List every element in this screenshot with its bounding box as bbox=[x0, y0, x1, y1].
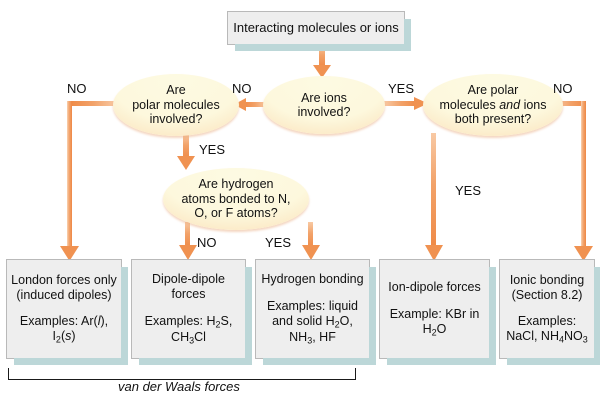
arrow-hydrogen-no-to-dipole bbox=[179, 222, 197, 260]
box-shadow-right bbox=[489, 267, 496, 365]
outcome-ionic-examples: Examples:NaCl, NH4NO3 bbox=[506, 314, 588, 345]
decision-both-line3: both present? bbox=[454, 112, 532, 127]
outcome-london-head2: (induced dipoles) bbox=[16, 287, 112, 302]
arrow-hydrogen-yes-to-hbond bbox=[302, 222, 320, 260]
edge-label-both-yes: YES bbox=[455, 183, 482, 198]
van-der-waals-label: van der Waals forces bbox=[118, 379, 240, 394]
decision-ions-line2: involved? bbox=[297, 105, 351, 119]
edge-label-both-no: NO bbox=[553, 81, 573, 96]
outcome-london-heading: London forces only (induced dipoles) bbox=[7, 273, 121, 303]
decision-both-line1: Are polar bbox=[467, 83, 519, 98]
edge-label-hydrogen-no: NO bbox=[197, 235, 217, 250]
decision-both-text: Are polar molecules and ions both presen… bbox=[439, 83, 546, 126]
box-shadow-right bbox=[245, 267, 252, 365]
arrow-polar-no-to-london bbox=[60, 101, 116, 261]
decision-hydrogen-line3: O, or F atoms? bbox=[194, 206, 278, 221]
box-shadow-right bbox=[121, 267, 128, 365]
title-box: Interacting molecules or ions bbox=[227, 11, 411, 51]
box-shadow-bottom bbox=[14, 358, 128, 365]
outcome-london-forces: London forces only (induced dipoles) Exa… bbox=[6, 259, 128, 365]
arrow-ions-no-to-polar bbox=[234, 98, 266, 111]
arrow-title-to-ions bbox=[313, 45, 331, 78]
outcome-dipole-head2: forces bbox=[171, 287, 206, 302]
outcome-ionic-head1: Ionic bonding bbox=[509, 272, 585, 287]
decision-hydrogen-line1: Are hydrogen bbox=[198, 177, 274, 192]
outcome-iondipole-heading: Ion-dipole forces bbox=[388, 280, 481, 295]
edge-label-ions-no: NO bbox=[232, 81, 252, 96]
box-shadow-right bbox=[594, 267, 600, 365]
decision-both-present: Are polar molecules and ions both presen… bbox=[423, 74, 563, 136]
edge-label-hydrogen-yes: YES bbox=[265, 235, 292, 250]
box-shadow-bottom bbox=[263, 358, 376, 365]
outcome-ionic-bonding: Ionic bonding (Section 8.2) Examples:NaC… bbox=[499, 259, 600, 365]
edge-label-polar-no: NO bbox=[67, 81, 87, 96]
decision-ions-involved: Are ions involved? bbox=[263, 76, 385, 134]
decision-hydrogen-bonded: Are hydrogen atoms bonded to N, O, or F … bbox=[163, 168, 309, 230]
decision-polar-line2: polar molecules bbox=[132, 97, 220, 112]
decision-hydrogen-text: Are hydrogen atoms bonded to N, O, or F … bbox=[181, 177, 290, 220]
decision-hydrogen-line2: atoms bonded to N, bbox=[181, 191, 291, 206]
box-shadow-bottom bbox=[235, 44, 411, 51]
outcome-hbond-heading: Hydrogen bonding bbox=[261, 272, 364, 287]
decision-polar-line1: Are bbox=[166, 83, 186, 98]
decision-ions-line1: Are ions bbox=[301, 90, 347, 105]
arrow-both-no-to-ionic bbox=[555, 101, 593, 261]
outcome-dipole-heading: Dipole-dipole forces bbox=[148, 272, 229, 302]
box-shadow-bottom bbox=[507, 358, 600, 365]
outcome-ionic-heading: Ionic bonding (Section 8.2) bbox=[506, 273, 588, 303]
decision-polar-text: Are polar molecules involved? bbox=[132, 83, 220, 126]
outcome-dipole-head1: Dipole-dipole bbox=[152, 272, 225, 287]
edge-label-polar-yes: YES bbox=[199, 142, 226, 157]
outcome-london-head1: London forces only bbox=[11, 272, 117, 287]
outcome-london-examples: Examples: Ar(l),I2(s) bbox=[19, 314, 109, 345]
box-shadow-bottom bbox=[387, 358, 496, 365]
decision-polar-molecules: Are polar molecules involved? bbox=[113, 74, 239, 136]
arrow-both-yes-to-iondipole bbox=[425, 133, 443, 261]
outcome-dipole-dipole: Dipole-dipole forces Examples: H2S,CH3Cl bbox=[131, 259, 252, 365]
decision-polar-line3: involved? bbox=[149, 112, 203, 127]
edge-label-ions-yes: YES bbox=[388, 81, 415, 96]
box-shadow-right bbox=[404, 19, 411, 51]
outcome-dipole-examples: Examples: H2S,CH3Cl bbox=[144, 313, 233, 345]
outcome-ionic-head2: (Section 8.2) bbox=[511, 287, 583, 302]
decision-both-line2: molecules and ions bbox=[439, 97, 547, 112]
arrow-polar-yes-to-hydrogen bbox=[177, 134, 195, 170]
title-box-text: Interacting molecules or ions bbox=[233, 20, 399, 36]
box-shadow-right bbox=[369, 267, 376, 365]
decision-ions-text: Are ions involved? bbox=[298, 91, 351, 120]
box-shadow-bottom bbox=[139, 358, 252, 365]
arrow-ions-yes-to-both bbox=[384, 97, 428, 110]
van-der-waals-bracket bbox=[8, 368, 356, 380]
